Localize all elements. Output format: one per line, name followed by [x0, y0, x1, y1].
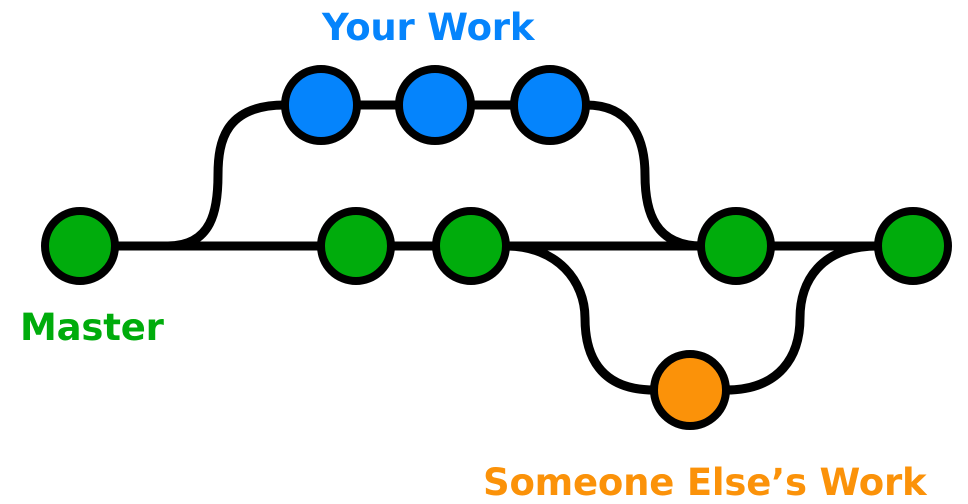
commit-edge-branch-out-your-work [163, 100, 290, 251]
node-layer [41, 65, 952, 430]
branch-label-someone-elses-work: Someone Else’s Work [483, 461, 927, 504]
commit-node-y2[interactable] [395, 65, 475, 145]
commit-edge-branch-out-someone-else [501, 241, 659, 395]
commit-node-m4[interactable] [697, 207, 775, 285]
commit-node-m5[interactable] [874, 207, 952, 285]
commit-node-m1[interactable] [41, 207, 119, 285]
commit-node-y3[interactable] [510, 65, 590, 145]
commit-edge-merge-your-work-to-master [581, 100, 707, 251]
commit-node-s1[interactable] [650, 350, 730, 430]
commit-node-m2[interactable] [317, 207, 395, 285]
commit-node-m3[interactable] [432, 207, 510, 285]
commit-edge-merge-someone-else-to-master [721, 241, 883, 395]
branch-label-your-work: Your Work [322, 6, 535, 49]
branch-label-master: Master [20, 306, 164, 349]
commit-node-y1[interactable] [281, 65, 361, 145]
